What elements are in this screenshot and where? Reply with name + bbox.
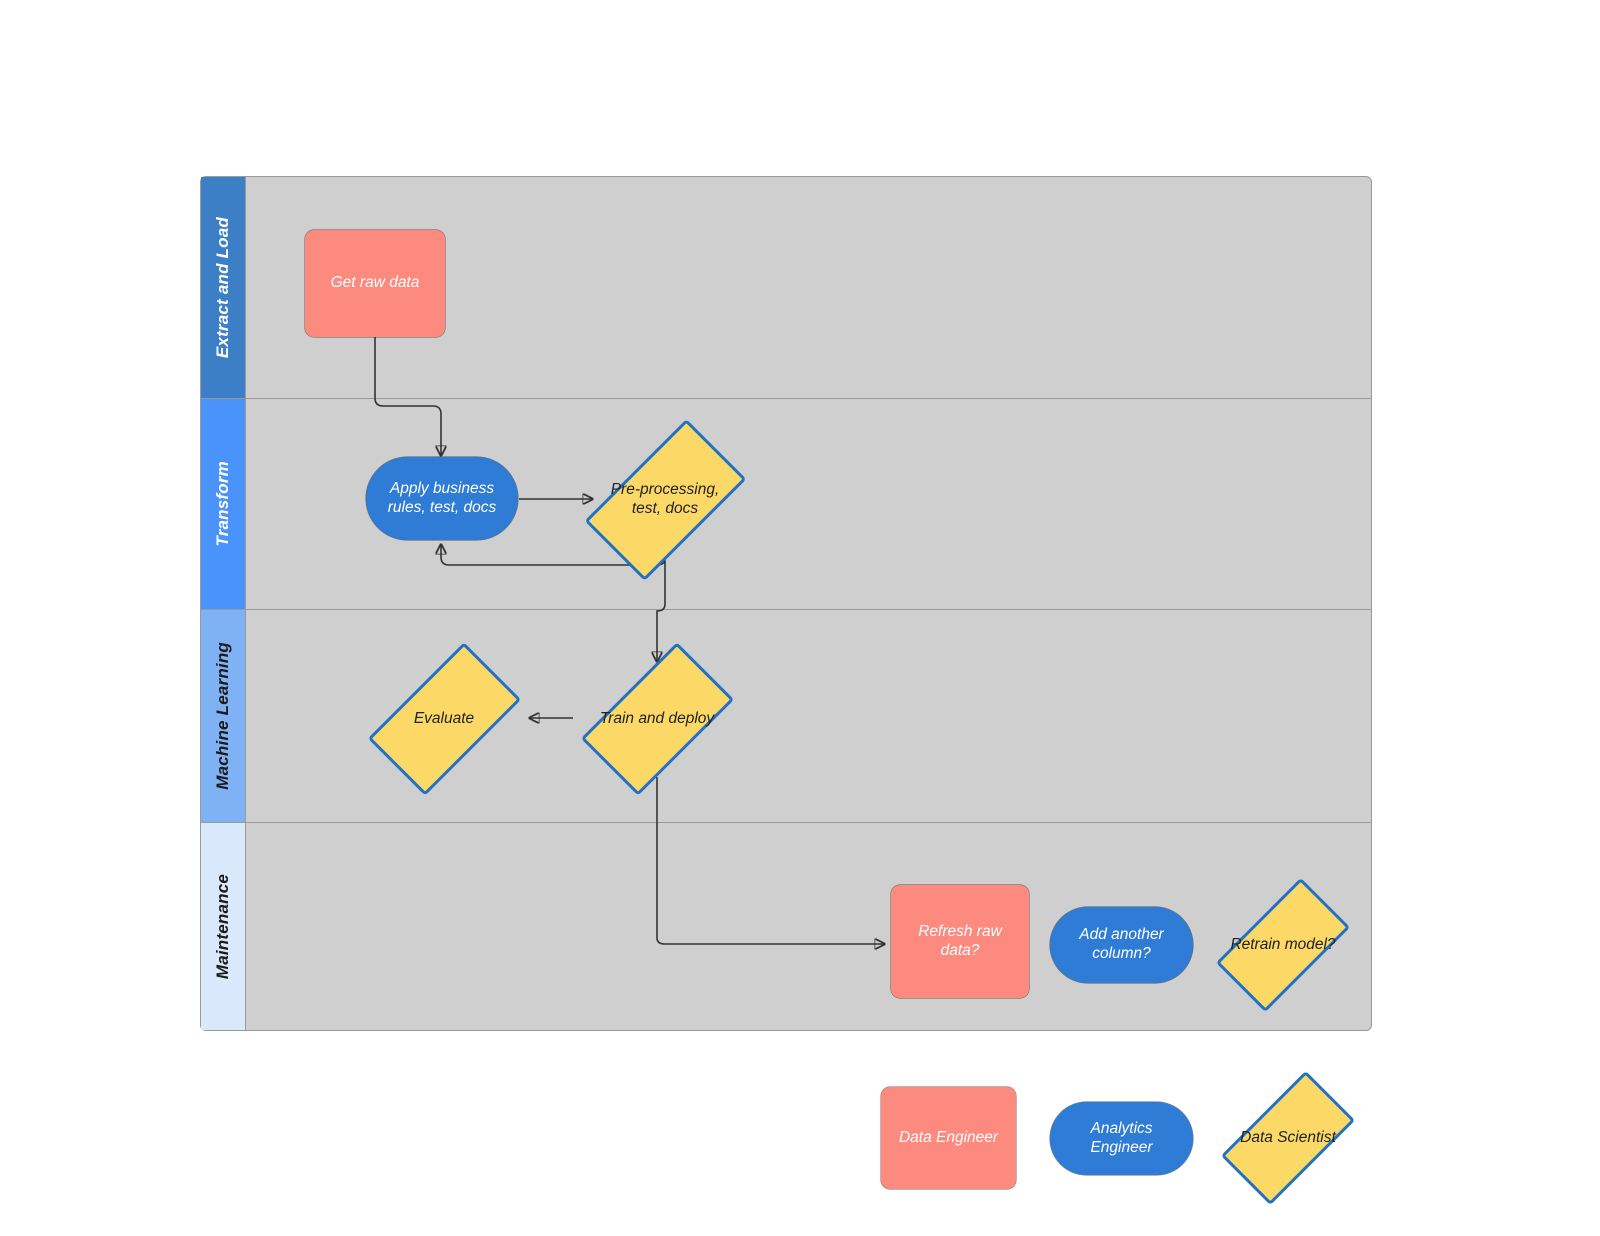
lane-maintenance: Maintenance — [201, 823, 1371, 1030]
node-label-train-and-deploy: Train and deploy — [599, 709, 715, 727]
lane-transform: Transform — [201, 399, 1371, 610]
lane-label-maintenance: Maintenance — [213, 873, 232, 980]
lane-label-machine-learning: Machine Learning — [213, 642, 232, 790]
lane-header-machine-learning[interactable]: Machine Learning — [201, 610, 246, 822]
lane-extract-and-load: Extract and Load — [201, 177, 1371, 399]
legend-item-data-engineer[interactable]: Data Engineer — [881, 1087, 1016, 1189]
node-label-apply-rules: Apply business rules, test, docs — [387, 479, 497, 516]
legend-label-analytics-engineer: Analytics Engineer — [1090, 1119, 1153, 1156]
node-label-add-another-column: Add another column? — [1079, 926, 1164, 962]
legend-item-analytics-engineer[interactable]: Analytics Engineer — [1050, 1102, 1193, 1175]
node-pre-processing[interactable]: Pre-processing, test, docs — [570, 419, 760, 581]
lane-header-transform[interactable]: Transform — [201, 399, 246, 609]
node-train-and-deploy[interactable]: Train and deploy — [570, 642, 744, 796]
node-apply-rules[interactable]: Apply business rules, test, docs — [366, 457, 518, 540]
lane-label-transform: Transform — [213, 461, 232, 547]
node-label-evaluate: Evaluate — [413, 709, 475, 727]
node-label-refresh-raw-data: Refresh raw data? — [918, 922, 1002, 959]
legend-label-data-scientist: Data Scientist — [1240, 1128, 1336, 1146]
node-label-get-raw-data: Get raw data — [330, 274, 420, 292]
node-add-another-column[interactable]: Add another column? — [1050, 907, 1193, 983]
legend-label-data-engineer: Data Engineer — [898, 1128, 999, 1146]
lane-body-maintenance — [246, 823, 1371, 1030]
node-refresh-raw-data[interactable]: Refresh raw data? — [891, 885, 1029, 998]
node-evaluate[interactable]: Evaluate — [358, 642, 530, 796]
node-retrain-model[interactable]: Retrain model? — [1213, 877, 1353, 1013]
node-label-pre-processing: Pre-processing, test, docs — [610, 481, 720, 517]
node-get-raw-data[interactable]: Get raw data — [305, 230, 445, 337]
node-label-retrain-model: Retrain model? — [1230, 935, 1336, 953]
lane-label-extract-and-load: Extract and Load — [213, 216, 232, 359]
lane-header-extract-and-load[interactable]: Extract and Load — [201, 177, 246, 398]
lane-header-maintenance[interactable]: Maintenance — [201, 823, 246, 1030]
legend-item-data-scientist[interactable]: Data Scientist — [1218, 1070, 1358, 1206]
